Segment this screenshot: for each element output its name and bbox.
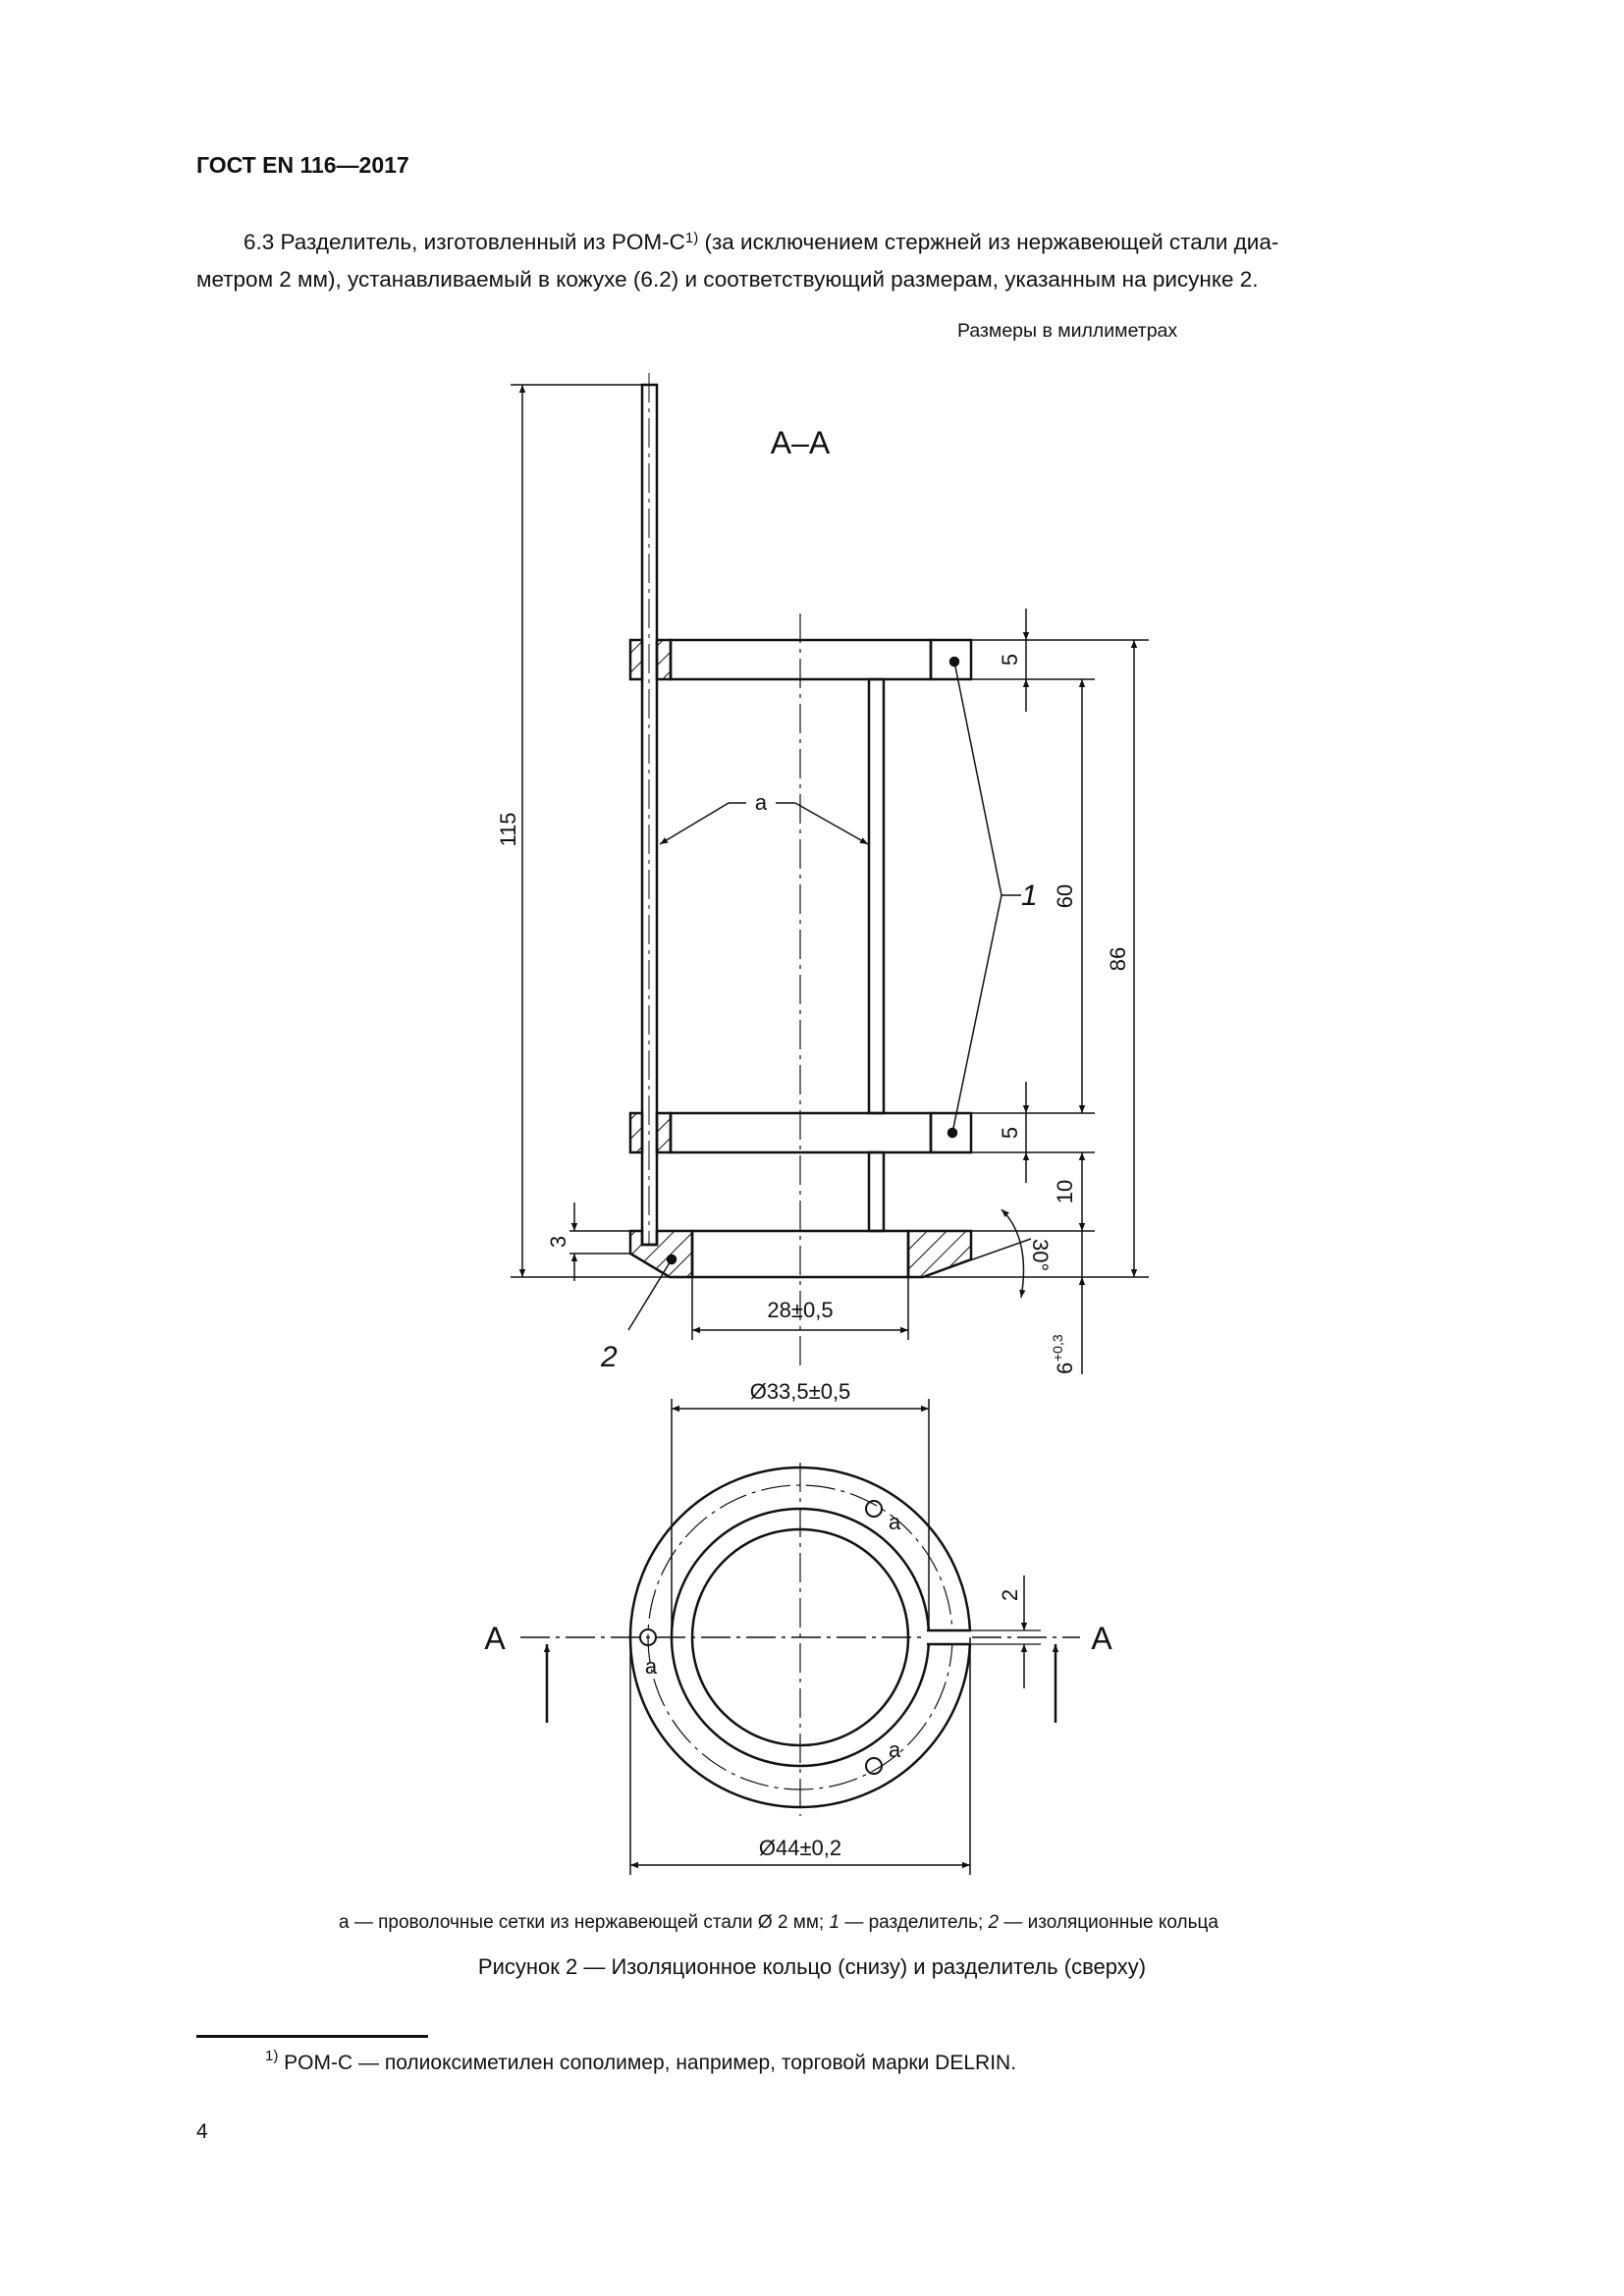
- legend-key: a: [339, 1912, 350, 1933]
- hatched-block: [655, 1111, 673, 1154]
- paragraph-line-2: метром 2 мм), устанавливаемый в кожухе (…: [196, 267, 1259, 292]
- right-rod: [867, 677, 886, 1115]
- bottom-plate-end: [929, 1111, 973, 1154]
- figure-caption: Рисунок 2 — Изоляционное кольцо (снизу) …: [477, 1954, 1147, 1979]
- wire-hole: [639, 1629, 657, 1646]
- wire-hole: [865, 1757, 883, 1775]
- footnote-separator: [196, 2035, 428, 2038]
- inner-ring: [690, 1527, 910, 1747]
- footnote-text: POM-C — полиоксиметилен сополимер, напри…: [278, 2052, 1017, 2074]
- dim-2: 2: [998, 1589, 1022, 1601]
- callout-a: a: [645, 1654, 658, 1679]
- bottom-view: [520, 1399, 1080, 1875]
- insulation-ring-left: [628, 1229, 694, 1279]
- section-mark-left: A: [484, 1621, 506, 1656]
- callout-2: 2: [600, 1341, 618, 1373]
- dim-5-top: 5: [998, 654, 1022, 666]
- paragraph-text: (за исключением стержней из нержавеющей …: [698, 230, 1279, 254]
- section-mark-right: A: [1091, 1621, 1112, 1656]
- right-rod: [867, 1150, 886, 1233]
- insulation-ring-right: [906, 1229, 973, 1279]
- dim-10: 10: [1053, 1180, 1077, 1203]
- dim-44: Ø44±0,2: [759, 1836, 841, 1860]
- section-label: A–A: [771, 425, 831, 460]
- dim-6-tolerance: +0,3: [1050, 1334, 1065, 1362]
- wire-hole: [865, 1500, 883, 1518]
- paragraph-line-1: 6.3 Разделитель, изготовленный из POM-C1…: [244, 224, 1278, 261]
- callout-1: 1: [1021, 880, 1038, 912]
- dimension-labels: A–A 115 5 60 86 5 10 3 30° 28±0,5 6 +0,3…: [496, 425, 1130, 1374]
- bottom-view-labels: Ø33,5±0,5 Ø44±0,2 2 A A a a a: [484, 1379, 1112, 1860]
- legend-text: — изоляционные кольца: [999, 1912, 1218, 1933]
- callout-a: a: [755, 790, 768, 815]
- footnote-ref: 1): [684, 230, 699, 246]
- dim-115: 115: [496, 812, 520, 846]
- page-number: 4: [196, 2120, 208, 2143]
- legend-key: 2: [988, 1912, 1000, 1933]
- document-header: ГОСТ EN 116—2017: [196, 152, 409, 178]
- footnote: 1) POM-C — полиоксиметилен сополимер, на…: [265, 2048, 1017, 2075]
- hatched-block: [628, 1111, 644, 1154]
- figure-legend: a — проволочные сетки из нержавеющей ста…: [339, 1912, 1218, 1934]
- dim-28: 28±0,5: [767, 1298, 833, 1322]
- callout-a: a: [889, 1510, 901, 1534]
- dim-5-bottom: 5: [998, 1127, 1022, 1139]
- legend-text: — разделитель;: [839, 1912, 989, 1933]
- dim-33: Ø33,5±0,5: [750, 1379, 851, 1404]
- legend-key: 1: [829, 1912, 840, 1933]
- top-plate-end: [929, 638, 973, 681]
- hatched-block: [628, 638, 644, 681]
- dim-angle: 30°: [1028, 1239, 1053, 1271]
- dim-60: 60: [1053, 884, 1077, 908]
- legend-text: — проволочные сетки из нержавеющей стали…: [349, 1912, 830, 1933]
- footnote-mark: 1): [265, 2048, 279, 2064]
- section-view: [628, 373, 973, 1369]
- hatched-block: [655, 638, 673, 681]
- callout-a: a: [889, 1737, 901, 1762]
- paragraph-text: 6.3 Разделитель, изготовленный из POM-C: [244, 230, 685, 254]
- dim-6: 6: [1053, 1362, 1077, 1374]
- dim-86: 86: [1106, 947, 1130, 971]
- dimension-lines: [511, 384, 1149, 1374]
- units-note: Размеры в миллиметрах: [957, 320, 1178, 342]
- dim-3: 3: [546, 1236, 570, 1248]
